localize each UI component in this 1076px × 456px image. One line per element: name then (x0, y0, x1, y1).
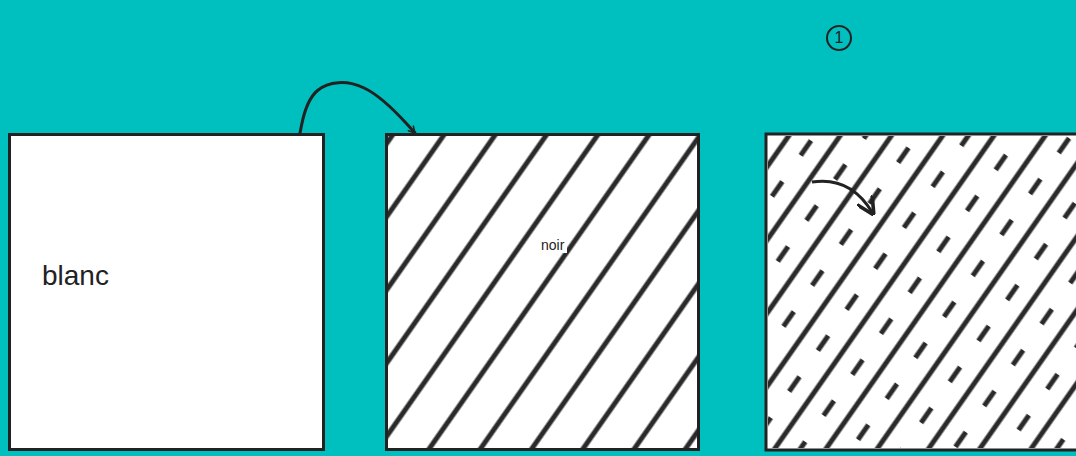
dashed-hatching (768, 136, 1076, 448)
rotation-arrow (812, 181, 872, 212)
hatched-square (766, 134, 1076, 450)
callout-number: 1 (826, 25, 852, 51)
square-box: blanc (8, 133, 325, 451)
white-square (8, 133, 325, 451)
hatching (385, 133, 700, 451)
square-fill (385, 133, 700, 451)
square-box: noir (385, 133, 700, 451)
box-label: noir (538, 238, 567, 253)
curved-arrow (300, 83, 415, 133)
box-label: blanc (39, 261, 112, 292)
